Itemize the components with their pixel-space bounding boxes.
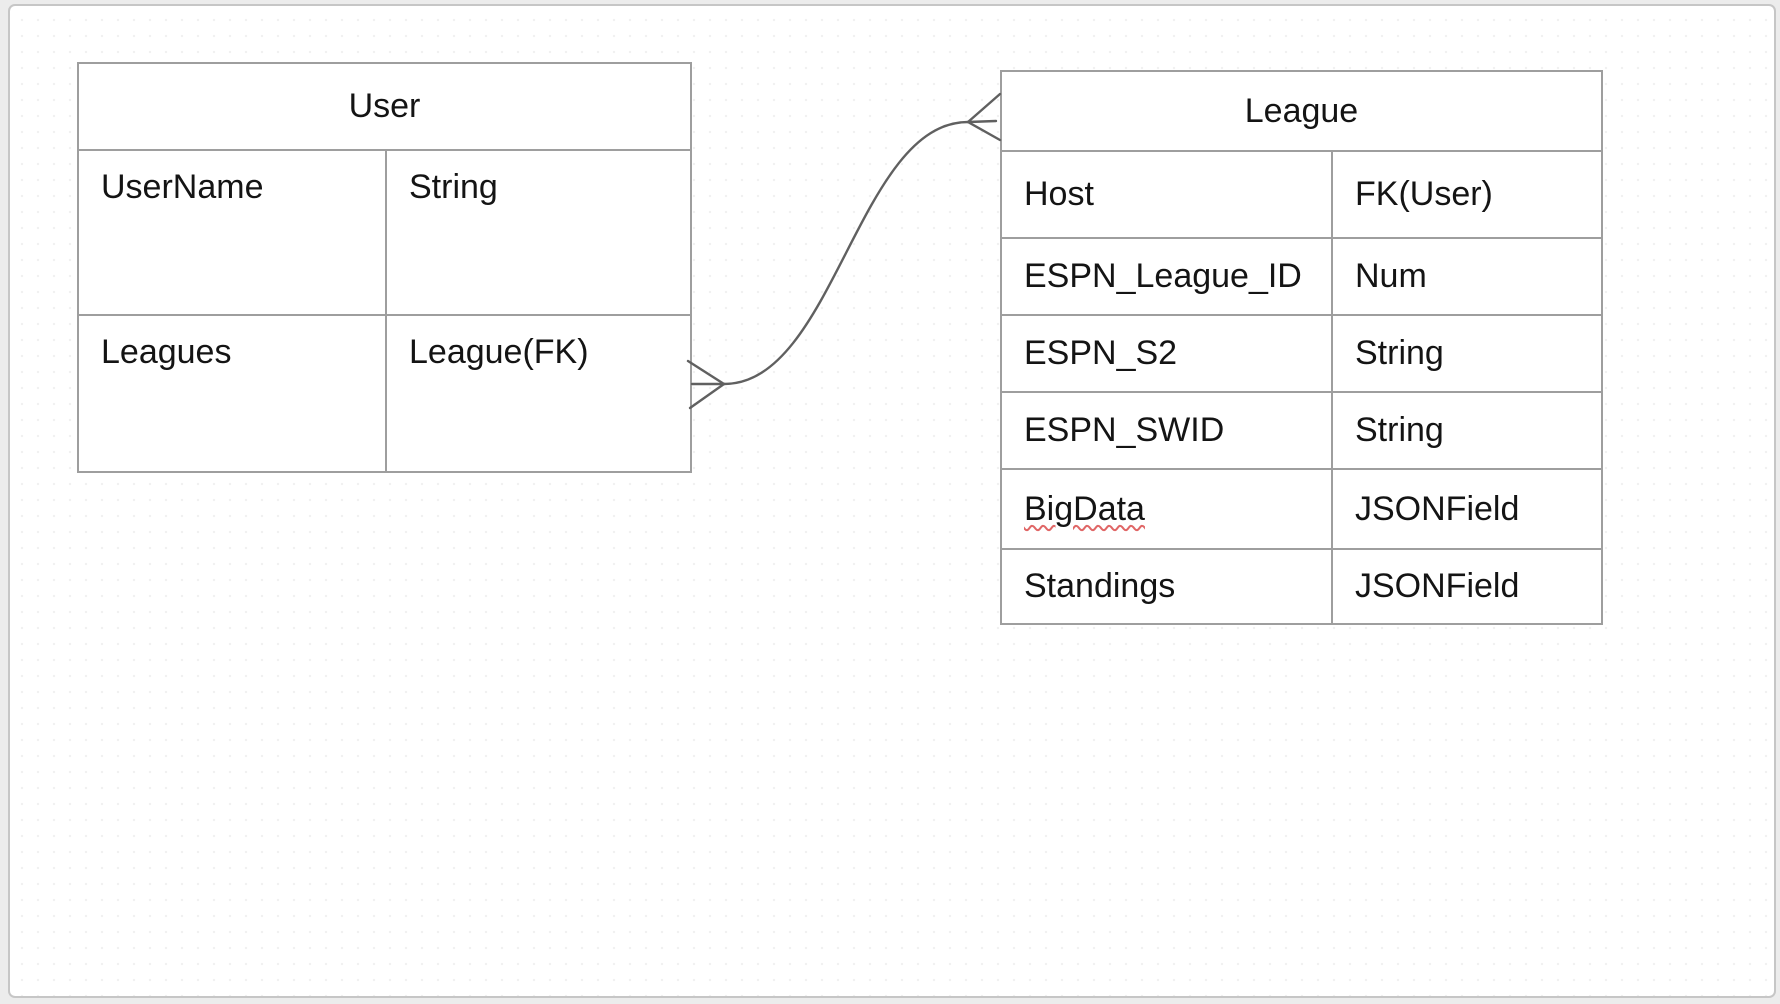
field-name-cell[interactable]: ESPN_League_ID — [1002, 237, 1331, 314]
entity-table-league[interactable]: League Host FK(User) ESPN_League_ID Num … — [1000, 70, 1603, 625]
field-name-cell[interactable]: BigData — [1002, 468, 1331, 548]
field-name-cell[interactable]: ESPN_S2 — [1002, 314, 1331, 391]
field-name-cell[interactable]: ESPN_SWID — [1002, 391, 1331, 468]
entity-title-league[interactable]: League — [1244, 91, 1359, 130]
field-type-cell[interactable]: JSONField — [1331, 548, 1601, 623]
field-type-cell[interactable]: JSONField — [1331, 468, 1601, 548]
misspelled-word: BigData — [1024, 489, 1145, 528]
field-name-cell[interactable]: Leagues — [79, 314, 385, 471]
entity-table-user[interactable]: User UserName String Leagues League(FK) — [77, 62, 692, 473]
field-type-cell[interactable]: League(FK) — [385, 314, 690, 471]
field-name-cell[interactable]: Standings — [1002, 548, 1331, 623]
field-type-cell[interactable]: String — [1331, 314, 1601, 391]
field-type-cell[interactable]: String — [1331, 391, 1601, 468]
field-type-cell[interactable]: FK(User) — [1331, 150, 1601, 237]
field-type-cell[interactable]: Num — [1331, 237, 1601, 314]
field-name-cell[interactable]: UserName — [79, 149, 385, 314]
field-type-cell[interactable]: String — [385, 149, 690, 314]
field-name-cell[interactable]: Host — [1002, 150, 1331, 237]
entity-title-user[interactable]: User — [348, 87, 421, 125]
